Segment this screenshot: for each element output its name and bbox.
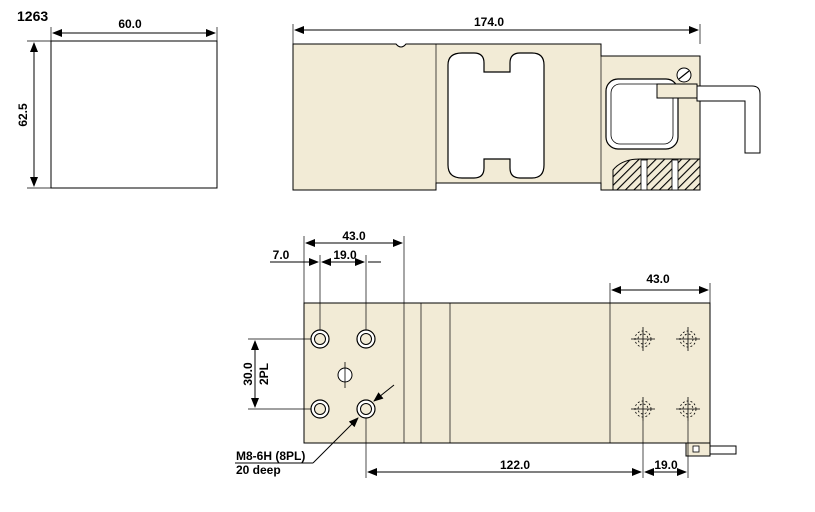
end-view-height-label: 62.5 — [16, 103, 30, 127]
gauge-cavity-inner — [610, 83, 674, 145]
model-number: 1263 — [17, 8, 48, 24]
thread-spec: M8-6H (8PL) — [236, 449, 305, 463]
thread-leader — [312, 417, 359, 464]
end-view: 60.0 62.5 — [16, 17, 218, 189]
edge-offset-dimension: 7.0 — [273, 248, 290, 262]
right-holes — [631, 327, 700, 421]
hole-spacing-y-note: 2PL — [257, 363, 271, 385]
hole-spacing-y-dimension: 30.0 — [241, 362, 255, 386]
right-offset-dimension: 19.0 — [654, 458, 678, 472]
end-view-outline — [50, 40, 218, 189]
end-view-width-label: 60.0 — [118, 17, 142, 31]
cable — [696, 85, 761, 154]
cable-gland — [656, 83, 698, 99]
right-block-dimension: 43.0 — [646, 272, 670, 286]
left-block-dimension: 43.0 — [342, 229, 366, 243]
thread-depth: 20 deep — [236, 463, 281, 477]
side-view-length-label: 174.0 — [474, 15, 504, 29]
top-view: 43.0 7.0 19.0 30.0 2PL 43.0 122.0 19.0 — [235, 229, 737, 478]
left-holes — [310, 329, 376, 419]
hatched-section — [612, 158, 701, 191]
hole-spacing-x-dimension: 19.0 — [333, 248, 357, 262]
hole-distance-dimension: 122.0 — [500, 458, 530, 472]
binocular-cutout — [447, 52, 545, 179]
top-view-body — [303, 302, 711, 444]
side-view: 174.0 — [292, 15, 761, 191]
